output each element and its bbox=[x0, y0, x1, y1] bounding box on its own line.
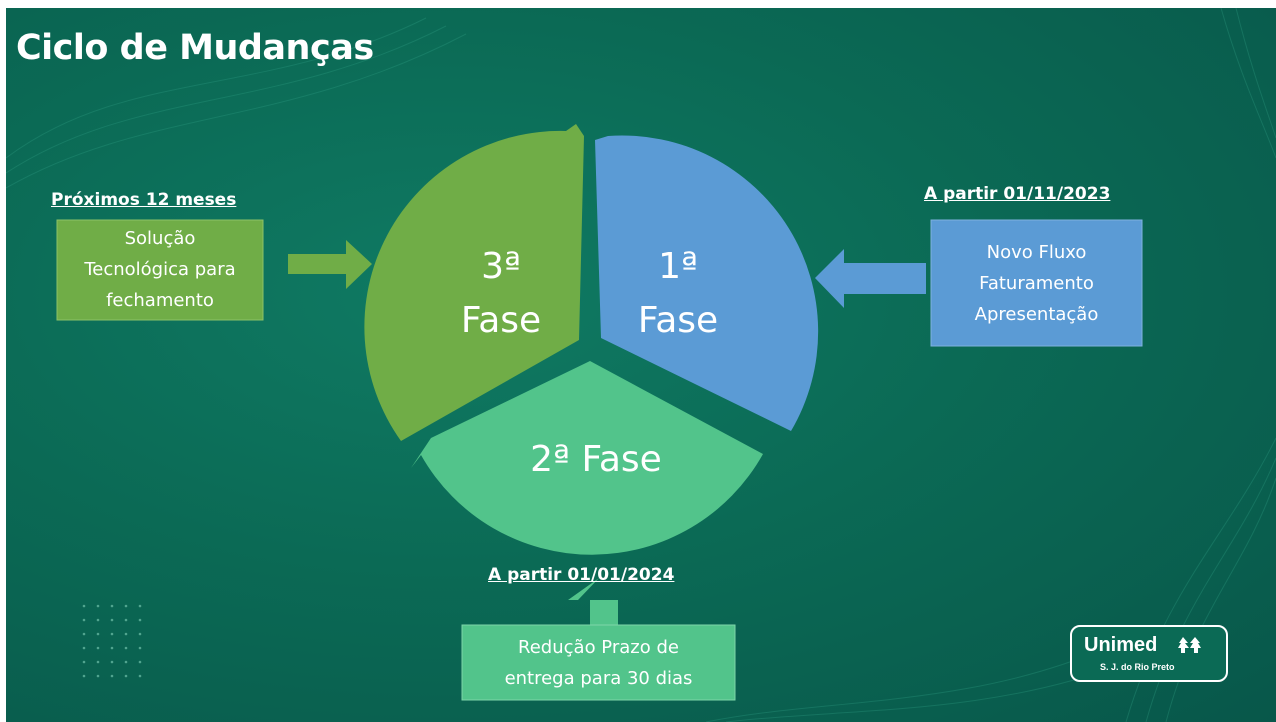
callout-box-left bbox=[56, 219, 264, 321]
phase-1-label: 1ª Fase bbox=[623, 240, 733, 348]
logo-wordmark: Unimed bbox=[1084, 634, 1158, 656]
callout-bottom-line-2: entrega para 30 dias bbox=[504, 668, 693, 689]
logo-subtitle: S. J. do Rio Preto bbox=[1100, 662, 1175, 672]
slide-graphics bbox=[6, 8, 1276, 722]
phase-1-word: Fase bbox=[637, 300, 719, 341]
callout-text-left: Solução Tecnológica para fechamento bbox=[57, 223, 263, 316]
phase-2-label: 2ª Fase bbox=[530, 439, 662, 480]
callout-right-line-1: Novo Fluxo bbox=[986, 242, 1087, 263]
background-waves bbox=[6, 8, 1276, 722]
arrow-up-to-phase-2 bbox=[568, 578, 629, 628]
phase-2-segment bbox=[411, 361, 763, 555]
slide: Ciclo de Mudanças 1ª Fase 3ª Fase 2ª Fas… bbox=[6, 8, 1276, 722]
callout-text-right: Novo Fluxo Faturamento Apresentação bbox=[931, 237, 1142, 330]
slide-title: Ciclo de Mudanças bbox=[16, 28, 374, 68]
phase-1-segment bbox=[595, 135, 819, 431]
callout-box-right bbox=[930, 219, 1143, 347]
callout-label-left: Próximos 12 meses bbox=[51, 190, 237, 210]
callout-box-bottom bbox=[461, 624, 736, 701]
callout-bottom-line-1: Redução Prazo de bbox=[518, 637, 679, 658]
dots-decoration bbox=[82, 604, 142, 678]
callout-left-line-3: fechamento bbox=[106, 290, 214, 311]
callout-text-bottom: Redução Prazo de entrega para 30 dias bbox=[462, 632, 735, 694]
phase-3-segment bbox=[364, 124, 584, 441]
callout-label-right: A partir 01/11/2023 bbox=[924, 184, 1111, 204]
phase-3-number: 3ª bbox=[481, 246, 521, 287]
callout-label-bottom: A partir 01/01/2024 bbox=[488, 565, 675, 585]
callout-right-line-3: Apresentação bbox=[974, 304, 1099, 325]
unimed-logo: Unimed S. J. do Rio Preto bbox=[1070, 625, 1228, 682]
callout-left-line-1: Solução bbox=[124, 228, 196, 249]
callout-right-line-2: Faturamento bbox=[979, 273, 1094, 294]
phase-3-word: Fase bbox=[460, 300, 542, 341]
callout-left-line-2: Tecnológica para bbox=[84, 259, 236, 280]
arrow-right-to-phase-1 bbox=[815, 249, 926, 308]
cycle-diagram bbox=[364, 124, 819, 555]
phase-3-label: 3ª Fase bbox=[446, 240, 556, 348]
phase-1-number: 1ª bbox=[658, 246, 698, 287]
unimed-tree-icon bbox=[1178, 637, 1201, 653]
arrow-left-to-phase-3 bbox=[288, 240, 372, 289]
